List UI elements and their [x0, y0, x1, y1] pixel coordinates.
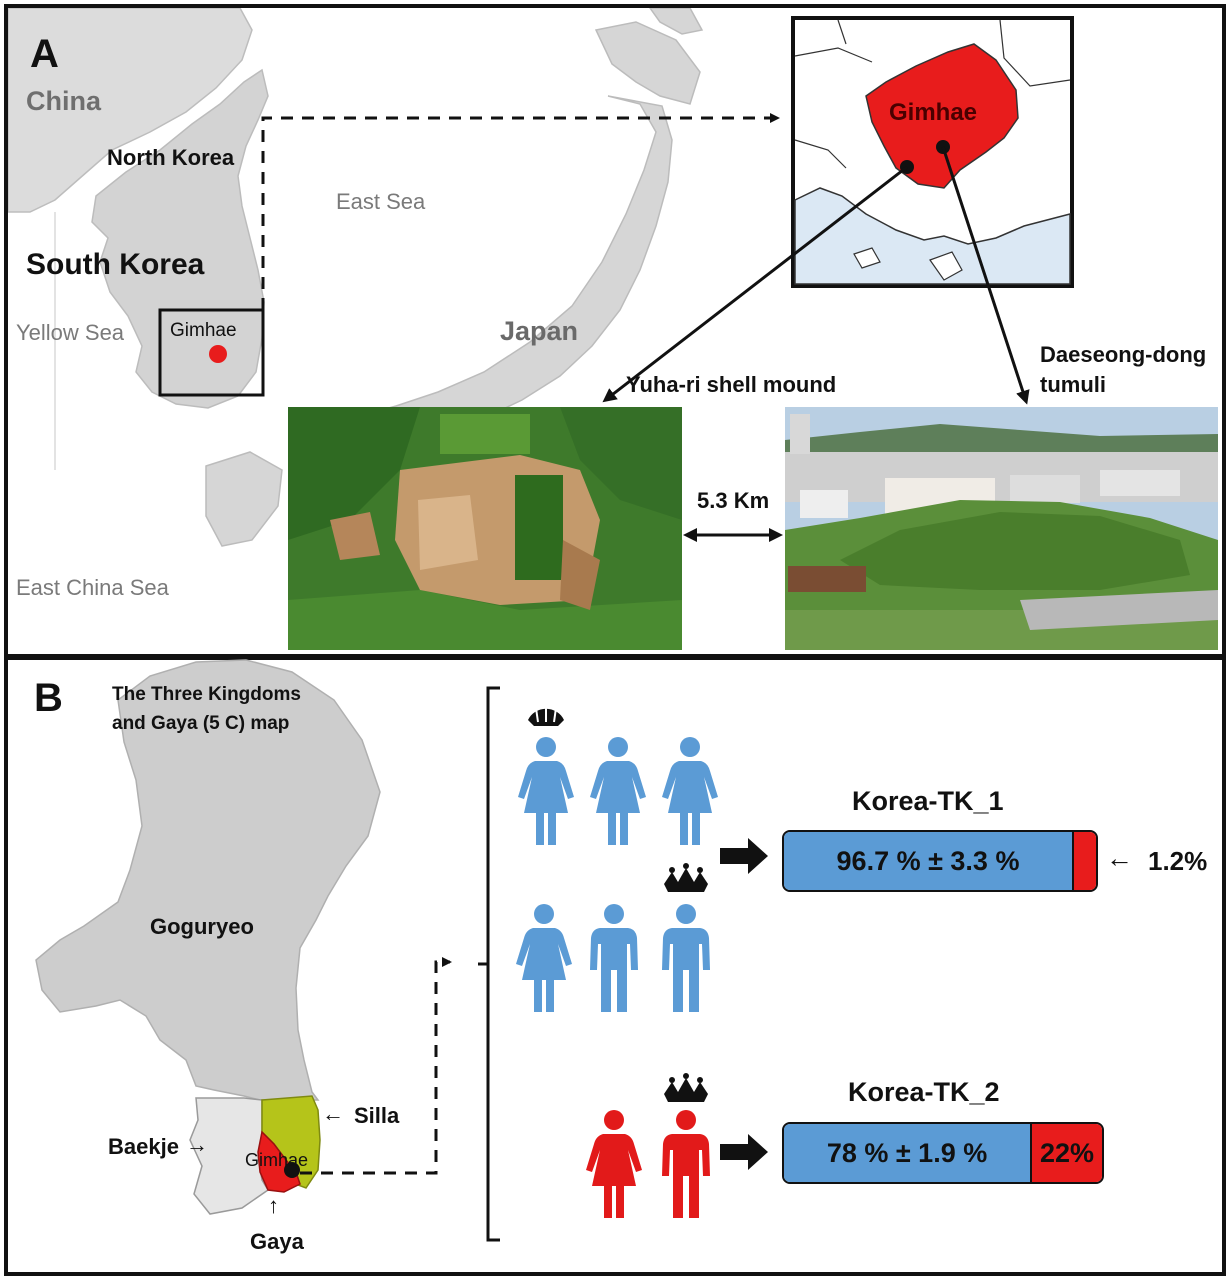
yuha-ri-photo: [288, 407, 682, 650]
panel-a-letter: A: [30, 32, 59, 76]
sakhalin: [649, 8, 704, 35]
arrow-to-yuha-ri: [602, 165, 908, 403]
goguryeo-label: Goguryeo: [150, 914, 254, 939]
crown-icon-2: [664, 1073, 708, 1102]
block-arrow-2: [720, 1134, 768, 1170]
gimhae-dot: [209, 345, 227, 363]
yellow-sea-label: Yellow Sea: [16, 320, 125, 345]
yuha-ri-label: Yuha-ri shell mound: [626, 372, 837, 397]
china-label: China: [26, 86, 102, 116]
silla-label: Silla: [354, 1103, 400, 1128]
china-land: [8, 8, 253, 213]
group-2-bar: 78 % ± 1.9 % 22%: [782, 1122, 1104, 1184]
group-2-red-segment: 22%: [1030, 1124, 1102, 1182]
group-bracket: [478, 686, 500, 1242]
gimhae-region-box: [158, 308, 265, 397]
baekje-arrow: →: [186, 1132, 208, 1157]
map-title-line1: The Three Kingdoms: [112, 684, 301, 705]
gimhae-inset-map: [791, 16, 1074, 288]
group-1-title: Korea-TK_1: [852, 786, 1004, 816]
baekje-label: Baekje: [108, 1134, 179, 1159]
group-1-bar: 96.7 % ± 3.3 %: [782, 830, 1098, 892]
group-1-red-segment: [1072, 832, 1096, 890]
map-title-line2: and Gaya (5 C) map: [112, 713, 290, 734]
distance-label: 5.3 Km: [697, 488, 770, 513]
north-korea-label: North Korea: [107, 145, 235, 170]
japan-kyushu: [205, 451, 283, 547]
daeseong-label-2: tumuli: [1040, 372, 1106, 397]
group-2-title: Korea-TK_2: [848, 1077, 1000, 1107]
goguryeo-region: [35, 659, 381, 1101]
group-1-red-arrow: ←: [1106, 843, 1133, 873]
daeseong-photo: [785, 407, 1218, 650]
gimhae-b-label: Gimhae: [245, 1150, 309, 1170]
east-china-sea-label: East China Sea: [16, 575, 169, 600]
gaya-label: Gaya: [250, 1229, 304, 1254]
gaya-arrow: ↑: [268, 1193, 279, 1218]
panel-b-letter: B: [34, 676, 63, 720]
group-1-blue-segment: 96.7 % ± 3.3 %: [784, 832, 1072, 890]
silla-arrow: ←: [322, 1101, 344, 1126]
group-2-blue-segment: 78 % ± 1.9 %: [784, 1124, 1031, 1182]
japan-hokkaido: [594, 21, 701, 105]
crown-icon: [664, 863, 708, 892]
gimhae-small-label: Gimhae: [170, 320, 237, 341]
dashed-connector-a: [261, 113, 780, 310]
east-sea-label: East Sea: [336, 189, 426, 214]
group-1-red-label: 1.2%: [1148, 846, 1208, 876]
arrow-to-daeseong: [941, 146, 1030, 405]
daeseong-label-1: Daeseong-dong: [1040, 342, 1207, 367]
gimhae-dot-b: [284, 1162, 300, 1178]
gimhae-region: [865, 43, 1019, 189]
gimhae-inset-label: Gimhae: [889, 99, 978, 126]
block-arrow-1: [720, 838, 768, 874]
shell-icon: [528, 700, 564, 726]
south-korea-label: South Korea: [26, 248, 205, 281]
dashed-connector-b: [300, 957, 452, 1175]
japan-label: Japan: [500, 316, 579, 346]
